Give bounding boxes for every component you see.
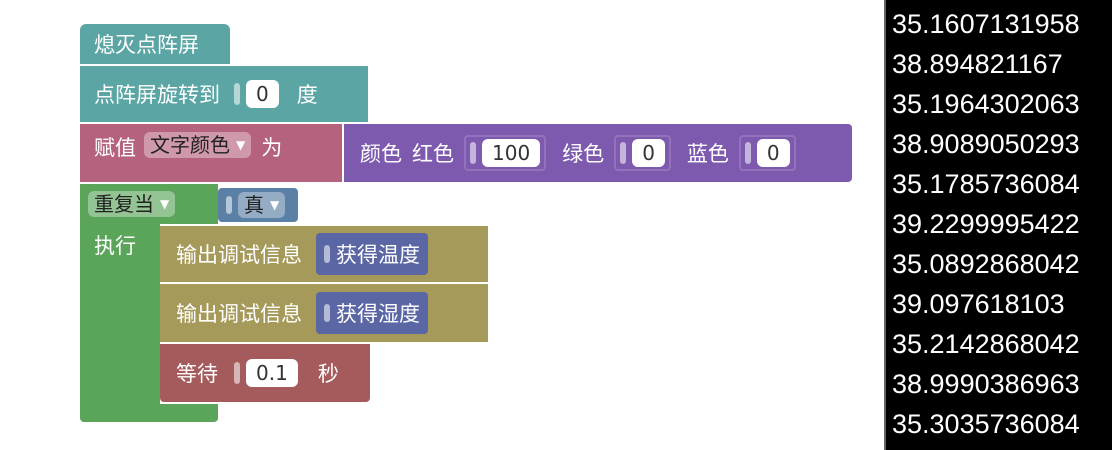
blue-label: 蓝色 [686, 142, 729, 166]
get-temperature-block[interactable]: 获得温度 [316, 233, 428, 275]
repeat-mode-dropdown[interactable]: 重复当 ▼ [88, 191, 176, 217]
repeat-spine [80, 224, 160, 404]
wait-unit-label: 秒 [317, 362, 339, 386]
red-value-field[interactable]: 100 [482, 139, 541, 167]
assign-label: 赋值 [94, 136, 136, 160]
repeat-header[interactable]: 重复当 ▼ [80, 184, 218, 224]
green-label: 绿色 [562, 142, 605, 166]
condition-value: 真 [244, 193, 264, 217]
debug-console[interactable]: 35.1607131958 38.894821167 35.1964302063… [884, 0, 1112, 450]
repeat-mode-value: 重复当 [94, 192, 154, 216]
console-line: 35.1607131958 [892, 9, 1080, 39]
condition-block[interactable]: 真 ▼ [218, 188, 298, 222]
console-line: 35.2142868042 [892, 329, 1080, 359]
get-humidity-label: 获得湿度 [336, 302, 420, 326]
input-notch-icon [324, 304, 330, 322]
input-notch-icon [744, 142, 751, 164]
input-notch-icon [234, 83, 240, 105]
repeat-footer [80, 404, 218, 422]
color-label: 颜色 [360, 142, 402, 166]
variable-name: 文字颜色 [150, 133, 230, 157]
variable-dropdown[interactable]: 文字颜色 ▼ [144, 132, 252, 158]
console-line: 35.1785736084 [892, 169, 1080, 199]
console-line: 38.894821167 [892, 49, 1063, 79]
chevron-down-icon: ▼ [160, 197, 170, 211]
input-notch-icon [234, 362, 240, 384]
input-notch-icon [470, 142, 476, 164]
console-line: 38.9990386963 [892, 369, 1080, 399]
input-notch-icon [324, 245, 330, 263]
chevron-down-icon: ▼ [236, 138, 246, 152]
debug-output-block-1[interactable]: 输出调试信息 获得温度 [160, 226, 488, 282]
rotate-label: 点阵屏旋转到 [94, 83, 220, 107]
rotate-block[interactable]: 点阵屏旋转到 0 度 [80, 66, 368, 122]
get-temperature-label: 获得温度 [336, 243, 420, 267]
console-line: 35.3035736084 [892, 409, 1080, 439]
wait-block[interactable]: 等待 0.1 秒 [160, 344, 370, 402]
color-rgb-block[interactable]: 颜色 红色 100 绿色 0 蓝色 0 [344, 124, 852, 182]
red-label: 红色 [412, 142, 454, 166]
console-line: 38.9089050293 [892, 129, 1080, 159]
console-line: 35.1964302063 [892, 89, 1080, 119]
console-line: 39.097618103 [892, 289, 1065, 319]
condition-dropdown[interactable]: 真 ▼ [238, 192, 286, 218]
wait-seconds-field[interactable]: 0.1 [246, 359, 298, 387]
console-line: 39.2299995422 [892, 209, 1080, 239]
green-value-field[interactable]: 0 [632, 139, 665, 167]
get-humidity-block[interactable]: 获得湿度 [316, 292, 428, 334]
rotate-angle-field[interactable]: 0 [246, 80, 279, 108]
debug-output-label: 输出调试信息 [176, 243, 302, 267]
input-notch-icon [620, 142, 627, 164]
repeat-do-label: 执行 [94, 234, 136, 258]
debug-output-block-2[interactable]: 输出调试信息 获得湿度 [160, 284, 488, 342]
clear-display-label: 熄灭点阵屏 [94, 33, 199, 57]
blue-value-field[interactable]: 0 [756, 139, 790, 167]
debug-output-label: 输出调试信息 [176, 302, 302, 326]
rotate-unit-label: 度 [296, 83, 318, 107]
wait-label: 等待 [176, 362, 218, 386]
input-notch-icon [226, 196, 232, 214]
assign-block[interactable]: 赋值 文字颜色 ▼ 为 [80, 124, 342, 182]
chevron-down-icon: ▼ [270, 198, 280, 212]
assign-to-label: 为 [261, 136, 283, 160]
console-line: 35.0892868042 [892, 249, 1080, 279]
clear-display-block[interactable]: 熄灭点阵屏 [80, 24, 230, 64]
